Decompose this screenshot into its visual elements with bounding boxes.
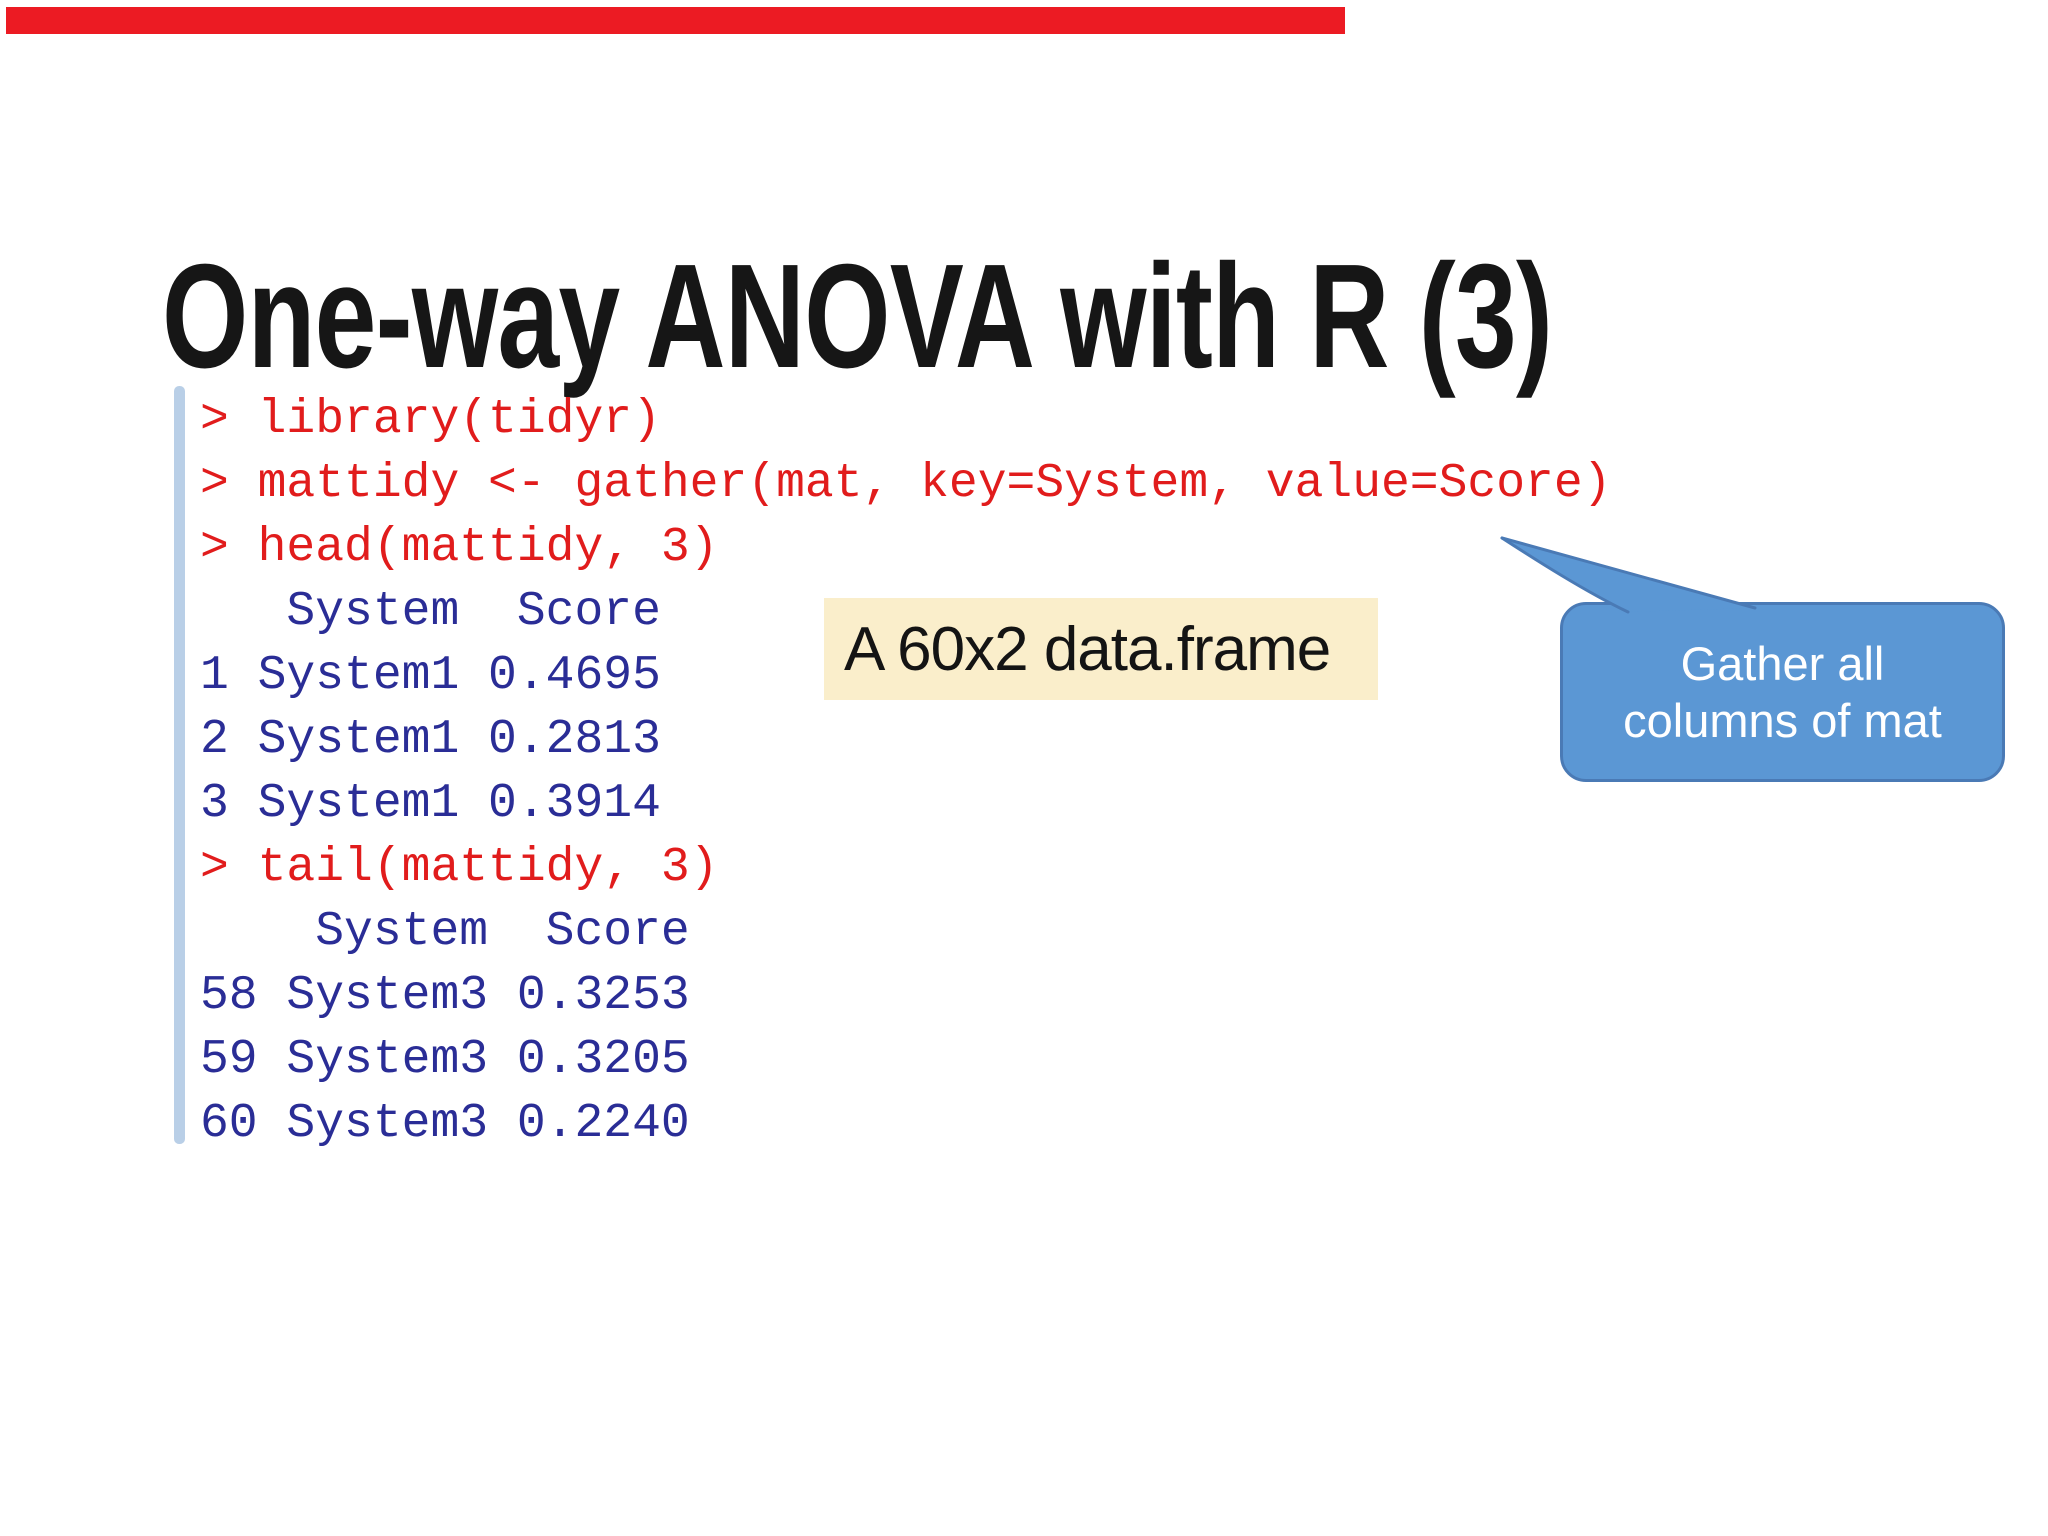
callout-text-line1: Gather all	[1680, 637, 1885, 690]
console-line: 2 System1 0.2813	[200, 713, 661, 767]
console-line: 60 System3 0.2240	[200, 1097, 690, 1151]
console-line: System Score	[200, 585, 661, 639]
console-line: 58 System3 0.3253	[200, 969, 690, 1023]
console-line: > head(mattidy, 3)	[200, 521, 719, 575]
callout-bubble: Gather all columns of mat	[1560, 602, 2005, 782]
dataframe-note: A 60x2 data.frame	[824, 598, 1378, 700]
dataframe-note-text: A 60x2 data.frame	[844, 614, 1331, 684]
console-line: System Score	[200, 905, 690, 959]
slide-title: One-way ANOVA with R (3)	[162, 234, 1553, 400]
callout-text-line2: columns of mat	[1623, 694, 1942, 747]
video-progress-bar	[6, 7, 1345, 34]
console-line: 59 System3 0.3205	[200, 1033, 690, 1087]
console-line: > tail(mattidy, 3)	[200, 841, 719, 895]
console-line: 1 System1 0.4695	[200, 649, 661, 703]
r-console-block: > library(tidyr) > mattidy <- gather(mat…	[200, 388, 1611, 1156]
console-line: > mattidy <- gather(mat, key=System, val…	[200, 457, 1612, 511]
console-line: 3 System1 0.3914	[200, 777, 661, 831]
console-line: > library(tidyr)	[200, 393, 661, 447]
console-gutter-line	[174, 386, 185, 1144]
